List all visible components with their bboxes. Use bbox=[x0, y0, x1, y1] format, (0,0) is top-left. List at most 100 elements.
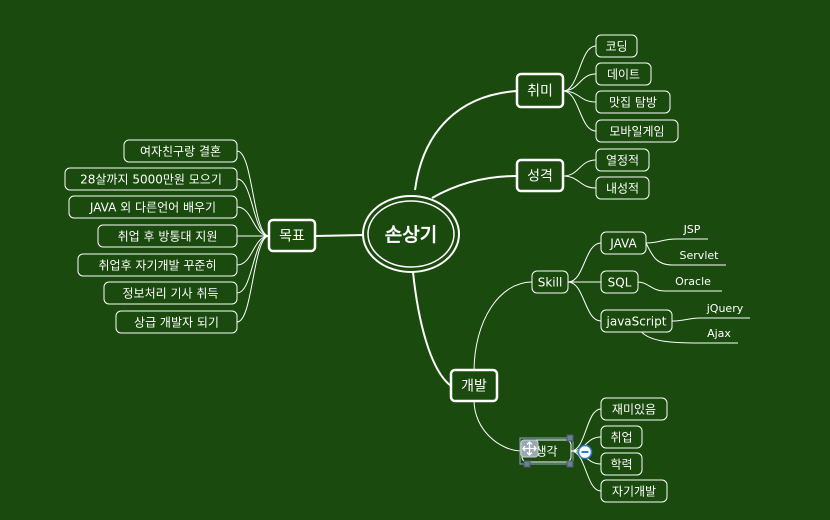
branch-personality-box bbox=[515, 158, 565, 193]
java-leaf-1[interactable]: Servlet bbox=[672, 249, 726, 266]
hobby-item-1-label: 데이트 bbox=[607, 67, 640, 81]
branch-hobby-label: 취미 bbox=[527, 84, 553, 100]
link-center-hobby bbox=[414, 90, 518, 191]
move-arrows bbox=[522, 441, 537, 456]
hobby-item-2-box bbox=[595, 90, 671, 114]
resize-handle-1[interactable] bbox=[566, 460, 574, 468]
branch-goal-box bbox=[267, 218, 317, 253]
js-leaf-0-label: jQuery bbox=[706, 302, 744, 315]
goal-item-2-label: JAVA 외 다른언어 배우기 bbox=[89, 200, 216, 214]
js-leaf-0[interactable]: jQuery bbox=[700, 302, 750, 319]
thought-item-1-box bbox=[600, 425, 643, 449]
hobby-item-1-box bbox=[595, 62, 652, 86]
goal-item-6-label: 상급 개발자 되기 bbox=[134, 315, 219, 329]
skill-js[interactable]: javaScript bbox=[600, 309, 673, 333]
selection-overlay bbox=[519, 434, 593, 468]
thought-item-0[interactable]: 재미있음 bbox=[600, 397, 668, 421]
skill-java-box bbox=[600, 231, 647, 255]
goal-item-1[interactable]: 28살까지 5000만원 모으기 bbox=[64, 167, 238, 191]
goal-item-0[interactable]: 여자친구랑 결혼 bbox=[123, 139, 238, 163]
skill-sql-box bbox=[600, 270, 639, 294]
move-handle-icon[interactable] bbox=[520, 439, 539, 458]
personality-item-1[interactable]: 내성적 bbox=[595, 176, 650, 200]
java-leaf-0[interactable]: JSP bbox=[676, 223, 708, 240]
hobby-item-2-label: 맛집 탐방 bbox=[609, 95, 657, 109]
resize-handle-0[interactable] bbox=[566, 434, 574, 442]
branch-dev-box bbox=[449, 368, 499, 403]
center-node[interactable]: 손상기 bbox=[362, 195, 460, 273]
resize-handle-2[interactable] bbox=[523, 460, 531, 468]
skill-java-label: JAVA bbox=[609, 236, 637, 250]
thought-item-3-label: 자기개발 bbox=[612, 484, 656, 498]
sql-leaf-0[interactable]: Oracle bbox=[664, 275, 722, 292]
js-leaf-1[interactable]: Ajax bbox=[700, 327, 738, 344]
center-inner-ring bbox=[367, 200, 455, 268]
link-hobby-1 bbox=[562, 73, 597, 92]
thought-item-2-box bbox=[600, 452, 643, 476]
goal-item-0-label: 여자친구랑 결혼 bbox=[140, 144, 221, 158]
skill-node-box bbox=[531, 270, 569, 294]
link-hobby-0 bbox=[562, 45, 597, 92]
branch-dev[interactable]: 개발 bbox=[449, 368, 499, 403]
link-thought-1 bbox=[570, 436, 602, 452]
branch-hobby[interactable]: 취미 bbox=[515, 72, 565, 109]
hobby-item-1[interactable]: 데이트 bbox=[595, 62, 652, 86]
skill-sql[interactable]: SQL bbox=[600, 270, 639, 294]
connector-lines bbox=[236, 45, 701, 492]
link-java-servlet bbox=[645, 242, 673, 266]
branch-goal[interactable]: 목표 bbox=[267, 218, 317, 253]
link-hobby-3 bbox=[562, 90, 597, 132]
goal-item-5-label: 정보처리 기사 취득 bbox=[123, 286, 219, 300]
link-thought-3 bbox=[570, 450, 602, 492]
goal-item-6[interactable]: 상급 개발자 되기 bbox=[115, 310, 238, 334]
link-goal-4 bbox=[236, 235, 270, 266]
personality-item-0-box bbox=[595, 148, 650, 172]
goal-item-3-box bbox=[97, 224, 238, 248]
thought-item-2[interactable]: 학력 bbox=[600, 452, 643, 476]
personality-item-0[interactable]: 열정적 bbox=[595, 148, 650, 172]
skill-node[interactable]: Skill bbox=[531, 270, 569, 294]
goal-item-3[interactable]: 취업 후 방통대 지원 bbox=[97, 224, 238, 248]
thought-item-3[interactable]: 자기개발 bbox=[600, 479, 668, 503]
hobby-item-2[interactable]: 맛집 탐방 bbox=[595, 90, 671, 114]
skill-node-label: Skill bbox=[538, 275, 563, 289]
link-thought-0 bbox=[570, 408, 602, 452]
collapse-minus-icon[interactable] bbox=[577, 444, 593, 460]
branch-hobby-box bbox=[515, 72, 565, 109]
skill-java[interactable]: JAVA bbox=[600, 231, 647, 255]
goal-item-2[interactable]: JAVA 외 다른언어 배우기 bbox=[68, 195, 238, 219]
selection-frame bbox=[519, 437, 574, 465]
link-center-dev bbox=[412, 271, 452, 387]
link-goal-2 bbox=[236, 206, 270, 237]
link-skill-java bbox=[567, 242, 602, 283]
goal-item-5[interactable]: 정보처리 기사 취득 bbox=[103, 281, 238, 305]
thought-item-0-box bbox=[600, 397, 668, 421]
hobby-item-0-label: 코딩 bbox=[605, 39, 627, 53]
personality-item-0-label: 열정적 bbox=[606, 153, 639, 167]
hobby-item-3[interactable]: 모바일게임 bbox=[595, 119, 679, 143]
java-leaf-0-label: JSP bbox=[683, 223, 701, 236]
thought-item-1[interactable]: 취업 bbox=[600, 425, 643, 449]
goal-item-4[interactable]: 취업후 자기개발 꾸준히 bbox=[77, 253, 238, 277]
link-js-ajax bbox=[639, 329, 701, 344]
link-goal-6 bbox=[236, 235, 270, 323]
link-skill-js bbox=[567, 281, 602, 322]
link-personality-0 bbox=[562, 159, 597, 177]
js-leaf-1-label: Ajax bbox=[707, 327, 731, 340]
link-center-goal bbox=[314, 234, 365, 237]
branch-dev-label: 개발 bbox=[461, 379, 487, 395]
thought-item-0-label: 재미있음 bbox=[612, 402, 656, 416]
link-sql-oracle bbox=[637, 281, 665, 292]
branch-personality[interactable]: 성격 bbox=[515, 158, 565, 193]
personality-item-1-box bbox=[595, 176, 650, 200]
hobby-item-0[interactable]: 코딩 bbox=[595, 34, 638, 58]
thought-item-1-label: 취업 bbox=[610, 430, 632, 444]
thought-item-3-box bbox=[600, 479, 668, 503]
java-leaf-1-label: Servlet bbox=[680, 249, 720, 262]
link-js-jquery bbox=[671, 317, 701, 322]
branch-goal-label: 목표 bbox=[279, 229, 305, 245]
goal-item-2-box bbox=[68, 195, 238, 219]
goal-item-1-label: 28살까지 5000만원 모으기 bbox=[80, 172, 222, 186]
